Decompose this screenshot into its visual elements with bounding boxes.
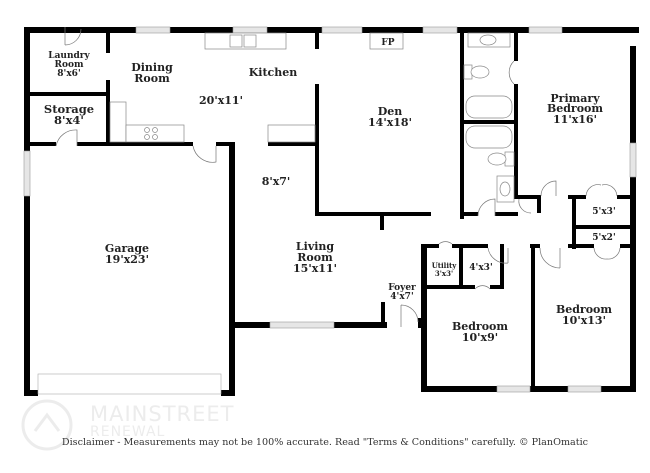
garage-size: 19'x23'	[105, 253, 149, 266]
closet-size-5x3: 5'x3'	[592, 207, 615, 217]
garage-label: Garage	[105, 242, 149, 255]
bedroom-2-size: 10'x9'	[462, 331, 498, 344]
hall-size: 8'x7'	[262, 175, 291, 188]
living-room-label: Living	[296, 240, 334, 253]
laundry-room-size: 8'x6'	[57, 69, 80, 79]
kitchen-size: 20'x11'	[199, 94, 243, 107]
laundry-room-label-2: Room	[54, 60, 83, 70]
primary-bedroom-label: Primary	[550, 92, 600, 105]
living-room-label-2: Room	[297, 251, 333, 264]
closet-size-5x2: 5'x2'	[592, 233, 615, 243]
fixtures	[109, 32, 515, 203]
laundry-room-label: Laundry	[48, 51, 90, 61]
fireplace-label: FP	[381, 38, 394, 48]
mainstreet-logo-icon	[21, 399, 73, 451]
bedroom-2-label: Bedroom	[452, 320, 508, 333]
foyer-label: Foyer	[388, 283, 416, 293]
dining-room-label: Dining	[131, 61, 173, 74]
foyer-size: 4'x7'	[390, 292, 413, 302]
den-label: Den	[378, 105, 403, 118]
storage-size: 8'x4'	[54, 113, 84, 127]
doors	[55, 27, 621, 327]
living-room-size: 15'x11'	[293, 262, 337, 275]
bedroom-3-label: Bedroom	[556, 303, 612, 316]
room-labels: Laundry Room 8'x6' Storage 8'x4' Dining …	[44, 38, 616, 344]
den-size: 14'x18'	[368, 116, 412, 129]
primary-bedroom-size: 11'x16'	[553, 113, 597, 126]
interior-walls	[30, 33, 636, 392]
exterior-walls	[24, 27, 639, 396]
storage-label: Storage	[44, 102, 94, 116]
utility-label: Utility	[432, 261, 458, 270]
watermark-mainstreet: MAINSTREET	[90, 402, 235, 426]
dining-room-label-2: Room	[134, 72, 170, 85]
watermark-renewal: RENEWAL	[90, 424, 166, 440]
windows	[23, 26, 637, 395]
utility-size: 3'x3'	[435, 269, 453, 278]
bedroom-3-size: 10'x13'	[562, 314, 606, 327]
primary-bedroom-label-2: Bedroom	[547, 102, 603, 115]
kitchen-label: Kitchen	[249, 66, 298, 79]
disclaimer-text: Disclaimer - Measurements may not be 100…	[61, 437, 589, 448]
closet-size-4x3: 4'x3'	[469, 263, 492, 273]
